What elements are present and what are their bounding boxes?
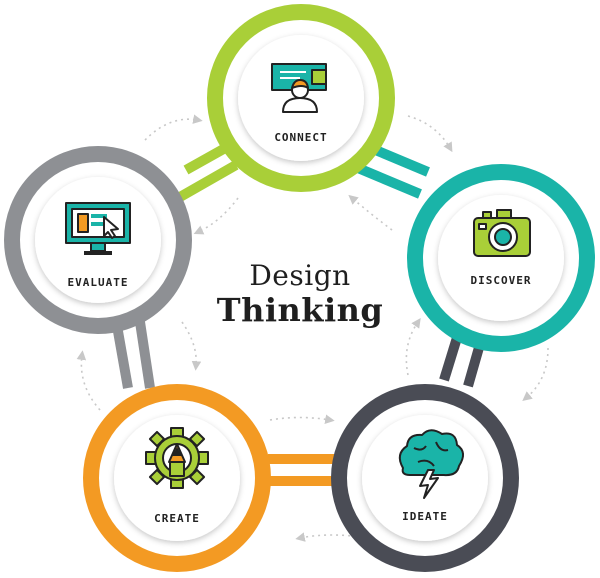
flow-arrow [522,347,549,402]
flow-arrow [181,321,202,371]
label-evaluate: EVALUATE [67,276,129,289]
center-title-line2: Thinking [216,291,384,329]
flow-arrow [348,194,393,231]
presentation-person-icon [271,63,327,113]
label-discover: DISCOVER [470,274,532,287]
stage-discover [407,164,595,352]
flow-arrow [193,197,239,235]
label-connect: CONNECT [274,131,328,144]
flow-arrow [405,318,421,376]
center-title-line1: Design [249,259,351,292]
brain-lightning-icon [398,429,464,499]
gear-pencil-icon [145,427,209,489]
label-create: CREATE [154,512,200,525]
flow-arrow [407,115,453,153]
flow-arrow [144,114,203,141]
disc-discover [438,195,564,321]
center-title: Design Thinking [210,259,390,329]
flow-arrow [76,350,101,411]
connector-create-ideate [268,454,338,486]
flow-arrow [269,414,335,424]
label-ideate: IDEATE [402,510,448,523]
monitor-cursor-icon [65,202,131,255]
camera-icon [473,209,531,257]
